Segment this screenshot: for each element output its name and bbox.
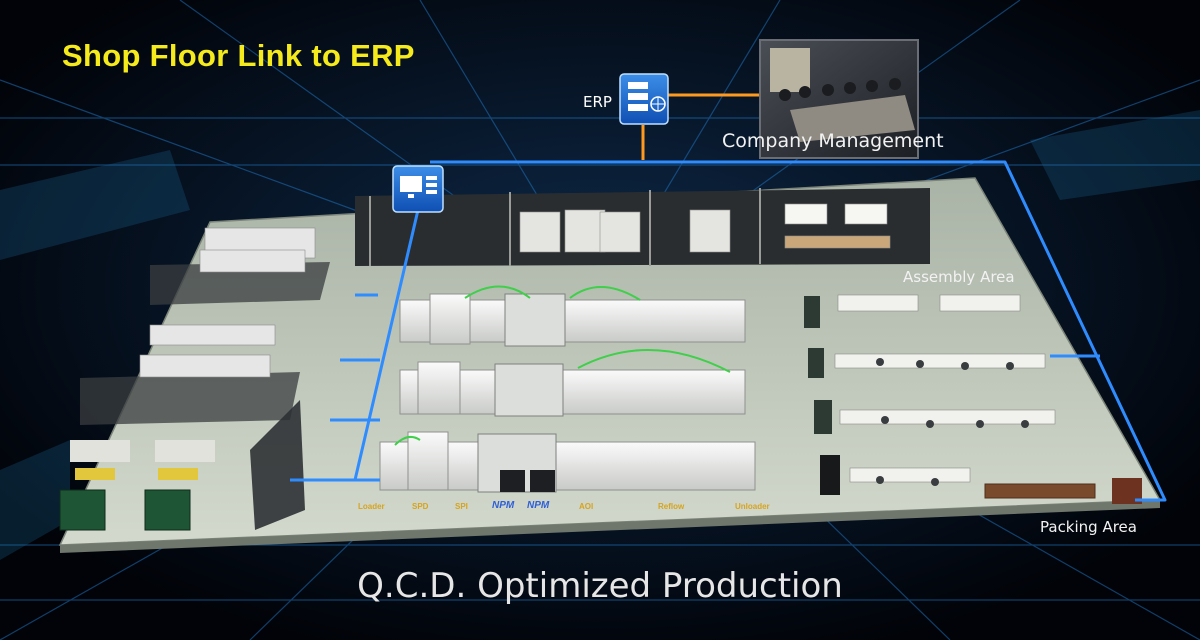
production-line-3: [379, 431, 756, 493]
left-workstations: [59, 440, 215, 531]
erp-label: ERP: [583, 93, 612, 111]
left-partition: [250, 400, 305, 530]
production-line-1: [399, 285, 746, 347]
station-label-reflow: Reflow: [658, 502, 685, 511]
assembly-tables: [834, 294, 1056, 483]
station-label-unloader: Unloader: [735, 502, 770, 511]
station-label-spi: SPI: [455, 502, 468, 511]
left-wall-upper: [150, 262, 330, 305]
packing-conveyor: [984, 478, 1142, 504]
station-label-npm-1: NPM: [492, 500, 515, 511]
production-line-2: [399, 348, 746, 417]
footer-caption: Q.C.D. Optimized Production: [357, 566, 843, 606]
assembly-area-label: Assembly Area: [903, 268, 1015, 286]
floor-edge: [60, 500, 1160, 553]
station-label-aoi: AOI: [579, 502, 594, 511]
packing-area-label: Packing Area: [1040, 518, 1137, 536]
station-label-npm-2: NPM: [527, 500, 550, 511]
page-title: Shop Floor Link to ERP: [62, 38, 415, 73]
monitor-server-icon: [392, 165, 444, 213]
station-label-spd: SPD: [412, 502, 429, 511]
company-management-label: Company Management: [722, 130, 944, 152]
background-glow-bands: [0, 110, 1200, 560]
assembly-cabinets: [804, 296, 840, 495]
erp-links: [641, 93, 765, 160]
network-lines: [290, 160, 1167, 502]
left-wall-lower: [80, 372, 300, 425]
station-label-loader: Loader: [358, 502, 385, 511]
management-meeting-photo: [759, 39, 919, 159]
back-wall-rooms: [519, 203, 891, 253]
server-globe-icon: [619, 73, 669, 125]
back-wall-posts: [369, 188, 761, 266]
left-equipment-racks: [139, 227, 316, 378]
